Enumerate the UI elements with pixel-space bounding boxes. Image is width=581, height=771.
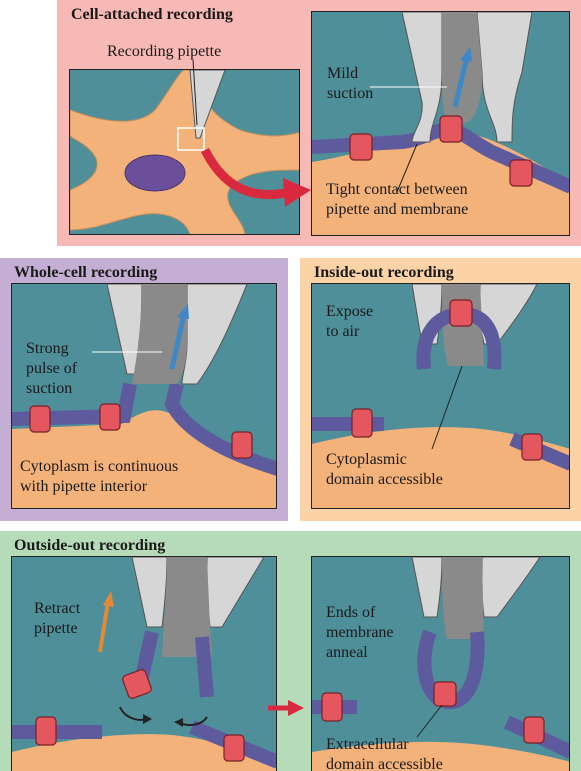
cell-overview-panel <box>69 69 300 235</box>
pipette-lumen <box>162 557 212 657</box>
ends-anneal-label-3: anneal <box>326 644 368 661</box>
red-arrowhead-icon <box>288 700 304 716</box>
red-curved-arrow <box>200 147 292 200</box>
neuron-cell-body <box>70 70 299 234</box>
cytoplasm-region <box>312 741 569 771</box>
ion-channel <box>521 433 543 461</box>
ion-channel <box>231 431 253 459</box>
ion-channel <box>351 408 373 438</box>
domain-leader <box>431 365 463 450</box>
domain-leader <box>416 704 443 738</box>
whole-cell-drawing <box>12 284 276 508</box>
recording-pipette-label: Recording pipette <box>107 43 222 60</box>
cytoplasm-region <box>12 734 276 771</box>
cytoplasm-region <box>312 427 569 508</box>
ion-channel <box>321 692 343 722</box>
contact-leader <box>396 143 418 193</box>
outside-out-anneal-drawing <box>312 557 569 771</box>
tight-contact-label-2: pipette and membrane <box>326 201 469 218</box>
cytoplasm-region <box>12 410 276 508</box>
ends-anneal-label-1: Ends of <box>326 604 376 621</box>
pipette-glass <box>411 557 541 618</box>
cytoplasm-continuous-label-1: Cytoplasm is continuous <box>20 458 179 475</box>
extracellular-domain-label-2: domain accessible <box>326 756 443 771</box>
blue-arrowhead-icon <box>460 47 472 62</box>
outside-out-retract-panel: Retract pipette <box>11 556 277 771</box>
cytoplasmic-domain-label-2: domain accessible <box>326 471 443 488</box>
nucleus <box>124 154 186 192</box>
membrane-fragment <box>195 636 214 698</box>
membrane-fragment <box>135 630 159 679</box>
pipette-glass <box>131 557 265 628</box>
ion-channel <box>122 669 152 699</box>
cell-attached-zoom-panel: Mild suction Tight contact between pipet… <box>311 11 570 236</box>
mild-suction-label-1: Mild <box>327 65 359 82</box>
ion-channel <box>99 403 121 431</box>
retract-pipette-label-1: Retract <box>34 600 81 617</box>
cell-attached-title: Cell-attached recording <box>71 6 233 23</box>
cytoplasm-continuous-label-2: with pipette interior <box>20 478 148 495</box>
ends-anneal-label-2: membrane <box>326 624 394 641</box>
suction-arrow <box>452 56 470 108</box>
cell-attached-zoom-drawing <box>312 12 569 235</box>
whole-cell-title: Whole-cell recording <box>14 264 158 281</box>
strong-suction-label-2: pulse of <box>26 360 78 377</box>
ion-channel <box>223 734 245 762</box>
tight-contact-label-1: Tight contact between <box>326 181 468 198</box>
outside-out-title: Outside-out recording <box>14 537 166 554</box>
membrane <box>164 382 276 476</box>
ion-channel <box>449 299 473 327</box>
curl-arrowhead-icon <box>174 718 183 727</box>
curl-arrowhead-icon <box>143 714 152 724</box>
inside-out-title: Inside-out recording <box>314 264 454 281</box>
suction-arrow <box>169 313 187 370</box>
ion-channel <box>509 159 533 187</box>
ion-channel <box>29 405 51 433</box>
cell-overview-drawing <box>70 70 299 234</box>
retract-arrow <box>98 601 110 653</box>
ion-channel <box>439 115 463 143</box>
ion-channel <box>349 133 373 161</box>
inside-out-drawing <box>312 284 569 508</box>
inside-out-panel: Expose to air Cytoplasmic domain accessi… <box>311 283 570 509</box>
orange-arrowhead-icon <box>103 591 114 607</box>
pipette-glass <box>401 12 533 143</box>
pipette-lumen <box>442 557 484 639</box>
zoom-box <box>177 127 205 151</box>
ion-channel <box>35 716 57 746</box>
extracellular-domain-label-1: Extracellular <box>326 736 409 753</box>
expose-air-label-1: Expose <box>326 303 374 320</box>
blue-arrowhead-icon <box>177 304 189 319</box>
strong-suction-label-1: Strong <box>26 340 69 357</box>
outside-out-retract-drawing <box>12 557 276 771</box>
whole-cell-panel: Strong pulse of suction Cytoplasm is con… <box>11 283 277 509</box>
retract-pipette-label-2: pipette <box>34 620 78 637</box>
red-arrowhead-icon <box>283 178 311 207</box>
strong-suction-label-3: suction <box>26 380 73 397</box>
outside-out-anneal-panel: Ends of membrane anneal Extracellular do… <box>311 556 570 771</box>
cytoplasmic-domain-label-1: Cytoplasmic <box>326 451 407 468</box>
expose-air-label-2: to air <box>326 323 360 340</box>
pipette-tip-icon <box>189 70 226 139</box>
ion-channel <box>523 716 545 744</box>
mild-suction-label-2: suction <box>327 85 374 102</box>
ion-channel <box>433 681 457 707</box>
